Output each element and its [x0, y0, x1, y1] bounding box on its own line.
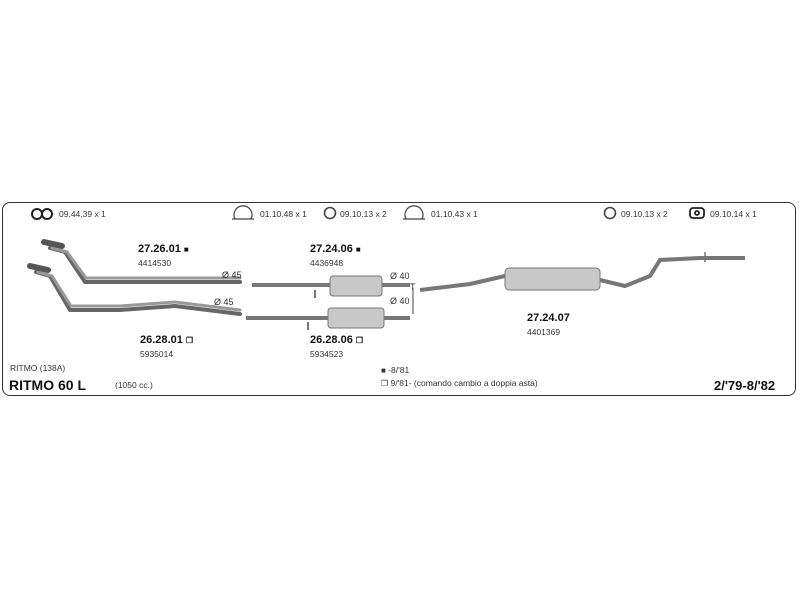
hardware-label: 09.10.13 x 2: [340, 209, 387, 219]
marker-outline-square-icon: ❐: [355, 336, 364, 345]
oem-number: 4436948: [310, 258, 344, 268]
marker-outline-square-icon: ❐: [381, 379, 389, 388]
model-code: RITMO (138A): [10, 363, 66, 373]
tee-marker: T: [410, 282, 416, 292]
marker-square-icon: ■: [355, 245, 361, 254]
marker-square-icon: ■: [381, 366, 386, 375]
clamp-icon: [403, 205, 425, 220]
hardware-label: 01.10.48 x 1: [260, 209, 307, 219]
part-code-27-24-07: 27.24.07: [527, 312, 570, 324]
ring-icon: [323, 206, 337, 220]
model-years: 2/'79-8/'82: [714, 378, 776, 393]
hardware-label: 01.10.43 x 1: [431, 209, 478, 219]
vehicle-name: RITMO 60 L: [9, 377, 87, 393]
diameter-label: Ø 45: [222, 270, 242, 280]
rubber-mount-icon: [689, 207, 705, 219]
oem-number: 4414530: [138, 258, 172, 268]
oem-number: 5935014: [140, 349, 174, 359]
hardware-label: 09.44.39 x 1: [59, 209, 106, 219]
clamp-icon: [232, 205, 254, 220]
part-code-26-28-01: 26.28.01 ❐: [140, 334, 194, 346]
part-code-27-26-01: 27.26.01 ■: [138, 243, 189, 255]
oem-number: 5934523: [310, 349, 344, 359]
middle-pipe-lower: [246, 307, 410, 330]
marker-square-icon: ■: [183, 245, 189, 254]
middle-pipe-upper: [252, 275, 410, 298]
front-pipe-lower: [27, 263, 242, 316]
diameter-label: Ø 45: [214, 297, 234, 307]
gasket-icon: [31, 208, 53, 220]
hardware-label: 09.10.13 x 2: [621, 209, 668, 219]
hardware-label: 09.10.14 x 1: [710, 209, 757, 219]
diagram-panel: [2, 202, 796, 396]
legend-item: ■ -8/'81: [381, 365, 410, 375]
part-code-27-24-06: 27.24.06 ■: [310, 243, 361, 255]
diameter-label: Ø 40: [390, 271, 410, 281]
diameter-label: Ø 40: [390, 296, 410, 306]
oem-number: 4401369: [527, 327, 561, 337]
marker-outline-square-icon: ❐: [185, 336, 194, 345]
legend-item: ❐ 9/'81- (comando cambio a doppia asta): [381, 378, 538, 388]
engine-size: (1050 cc.): [115, 380, 153, 390]
rear-silencer-section: [419, 252, 745, 292]
part-code-26-28-06: 26.28.06 ❐: [310, 334, 364, 346]
front-pipe-upper: [41, 239, 242, 284]
ring-icon: [603, 206, 617, 220]
